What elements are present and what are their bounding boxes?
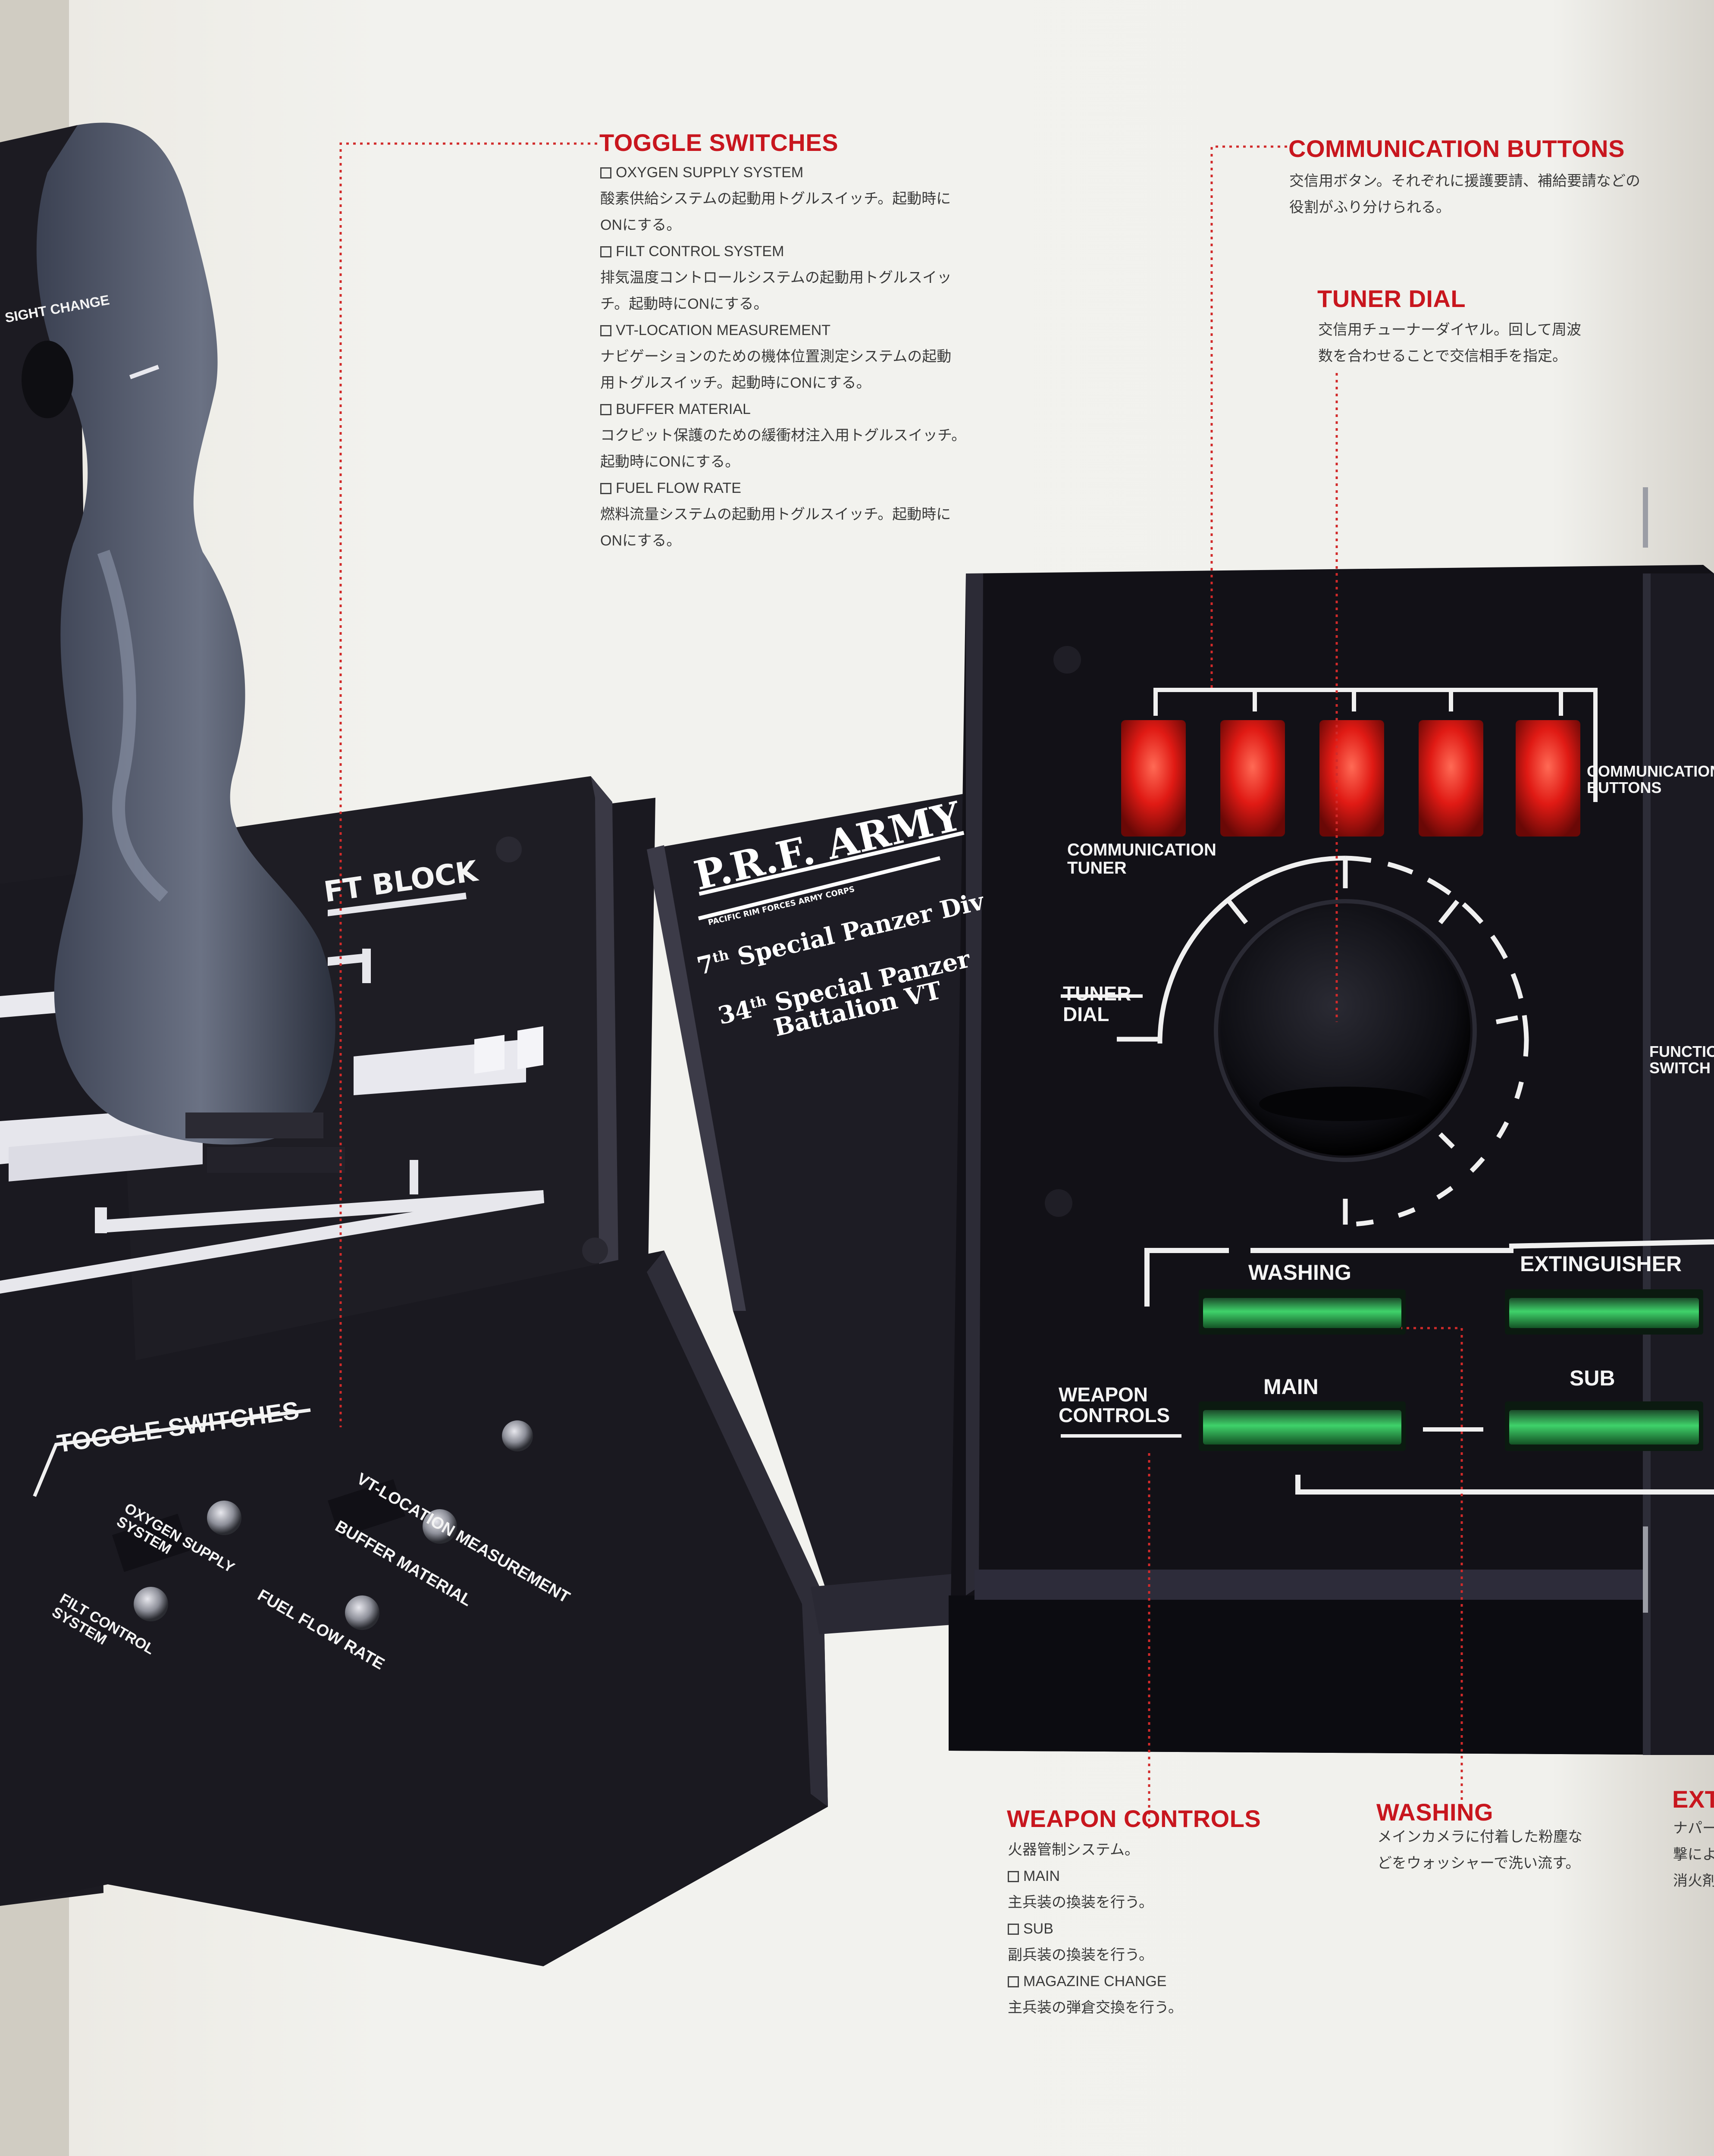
item-vt-desc-2: 用トグルスイッチ。起動時にONにする。 xyxy=(600,375,871,391)
item-filt-desc-2: チ。起動時にONにする。 xyxy=(600,296,768,312)
weapon-controls-title: WEAPON CONTROLS xyxy=(1007,1805,1261,1832)
communication-buttons-title: COMMUNICATION BUTTONS xyxy=(1288,135,1625,162)
weapon-controls-body: 火器管制システム。 MAIN 主兵装の換装を行う。 SUB 副兵装の換装を行う。… xyxy=(1008,1837,1183,2021)
tuner-dial-title: TUNER DIAL xyxy=(1317,285,1466,312)
item-vt-desc-1: ナビゲーションのための機体位置測定システムの起動 xyxy=(600,348,952,365)
item-fuel-flow: FUEL FLOW RATE xyxy=(600,475,966,501)
label-tuner-dial: TUNER DIAL xyxy=(1063,983,1131,1025)
ext-desc-1: ナパー xyxy=(1673,1820,1714,1836)
item-main: MAIN xyxy=(1008,1863,1183,1890)
item-magazine-change: MAGAZINE CHANGE xyxy=(1008,1968,1183,1995)
tuner-desc-2: 数を合わせることで交信相手を指定。 xyxy=(1318,348,1567,364)
label-tuner-dial-2: DIAL xyxy=(1063,1003,1109,1026)
item-sub: SUB xyxy=(1008,1916,1183,1942)
label-main: MAIN xyxy=(1263,1375,1319,1399)
tuner-dial-body: 交信用チューナーダイヤル。回して周波 数を合わせることで交信相手を指定。 xyxy=(1318,317,1581,370)
toggle-switches-body: OXYGEN SUPPLY SYSTEM 酸素供給システムの起動用トグルスイッチ… xyxy=(600,160,966,554)
label-washing: WASHING xyxy=(1248,1260,1351,1285)
item-magazine-desc: 主兵装の弾倉交換を行う。 xyxy=(1008,1999,1183,2016)
label-function-2: SWITCH xyxy=(1649,1059,1711,1077)
label-communication-tuner: COMMUNICATION TUNER xyxy=(1067,841,1216,877)
ext-desc-3: 消火剤 xyxy=(1673,1873,1714,1889)
label-extinguisher: EXTINGUISHER xyxy=(1520,1252,1682,1276)
washing-desc-1: メインカメラに付着した粉塵な xyxy=(1377,1829,1582,1845)
label-communication-buttons: COMMUNICATION BUTTONS xyxy=(1587,763,1714,796)
label-comm-tuner-2: TUNER xyxy=(1067,859,1127,877)
tuner-desc-1: 交信用チューナーダイヤル。回して周波 xyxy=(1318,322,1581,338)
extinguisher-title-partial: EXT xyxy=(1672,1786,1714,1813)
item-main-desc: 主兵装の換装を行う。 xyxy=(1008,1894,1153,1911)
item-filt-desc-1: 排気温度コントロールシステムの起動用トグルスイッ xyxy=(600,270,952,286)
item-oxygen-supply: OXYGEN SUPPLY SYSTEM xyxy=(600,160,966,186)
item-oxygen-desc-2: ONにする。 xyxy=(600,217,681,233)
item-buffer-desc-2: 起動時にONにする。 xyxy=(600,454,740,470)
item-vt-location: VT-LOCATION MEASUREMENT xyxy=(600,317,966,344)
item-buffer-material: BUFFER MATERIAL xyxy=(600,396,966,423)
ext-desc-2: 撃によ xyxy=(1673,1846,1714,1863)
washing-body: メインカメラに付着した粉塵な どをウォッシャーで洗い流す。 xyxy=(1377,1824,1582,1877)
label-comm-buttons-2: BUTTONS xyxy=(1587,778,1662,796)
item-sub-desc: 副兵装の換装を行う。 xyxy=(1008,1947,1153,1963)
extinguisher-body-partial: ナパー 撃によ 消火剤 xyxy=(1673,1815,1714,1894)
item-fuel-desc-2: ONにする。 xyxy=(600,533,681,549)
battalion-ord: th xyxy=(748,992,768,1012)
label-tuner-dial-1: TUNER xyxy=(1063,982,1131,1005)
washing-desc-2: どをウォッシャーで洗い流す。 xyxy=(1377,1855,1580,1871)
weapon-desc-1: 火器管制システム。 xyxy=(1008,1842,1139,1858)
toggle-switches-title: TOGGLE SWITCHES xyxy=(599,129,839,156)
division-ord: th xyxy=(711,946,731,966)
item-buffer-desc-1: コクピット保護のための緩衝材注入用トグルスイッチ。 xyxy=(600,427,966,444)
label-weapon-2: CONTROLS xyxy=(1059,1404,1170,1427)
label-sub: SUB xyxy=(1570,1366,1615,1390)
washing-title: WASHING xyxy=(1376,1799,1494,1826)
label-comm-buttons-1: COMMUNICATION xyxy=(1587,762,1714,780)
communication-buttons-body: 交信用ボタン。それぞれに援護要請、補給要請などの 役割がふり分けられる。 xyxy=(1289,168,1640,221)
comm-desc-1: 交信用ボタン。それぞれに援護要請、補給要請などの xyxy=(1289,173,1640,189)
item-filt-control: FILT CONTROL SYSTEM xyxy=(600,238,966,265)
item-fuel-desc-1: 燃料流量システムの起動用トグルスイッチ。起動時に xyxy=(600,506,951,523)
label-function-1: FUNCTIO xyxy=(1649,1043,1714,1060)
label-weapon-1: WEAPON xyxy=(1059,1383,1148,1406)
label-function-switch: FUNCTIO SWITCH xyxy=(1649,1044,1714,1076)
item-oxygen-desc-1: 酸素供給システムの起動用トグルスイッチ。起動時に xyxy=(600,191,951,207)
label-weapon-controls: WEAPON CONTROLS xyxy=(1059,1384,1170,1426)
comm-desc-2: 役割がふり分けられる。 xyxy=(1289,199,1451,216)
label-comm-tuner-1: COMMUNICATION xyxy=(1067,840,1216,859)
